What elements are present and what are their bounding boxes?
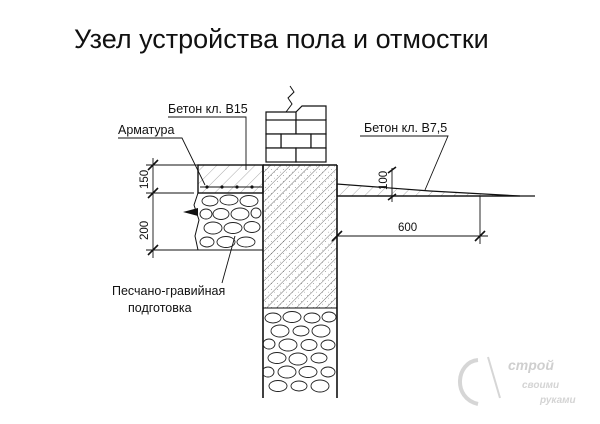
label-concrete-b75: Бетон кл. В7,5 <box>364 121 447 135</box>
foundation-wall <box>262 164 338 398</box>
dim-base-thickness: 200 <box>139 221 151 240</box>
dimension-lines <box>146 158 488 258</box>
dim-blind-area-thickness: 100 <box>378 171 390 190</box>
brick-wall <box>265 85 327 163</box>
floor-slab <box>197 164 264 194</box>
drawing-title: Узел устройства пола и отмостки <box>74 24 489 54</box>
blind-area <box>336 183 535 197</box>
label-concrete-b15: Бетон кл. В15 <box>168 102 248 116</box>
leader-lines <box>118 116 449 284</box>
dim-blind-area-width: 600 <box>398 222 417 234</box>
label-sand-gravel-line1: Песчано-гравийная <box>112 284 225 298</box>
label-sand-gravel-line2: подготовка <box>128 301 192 315</box>
watermark-line2: руками <box>539 395 576 406</box>
foundation-rubble-base <box>263 307 337 393</box>
watermark-logo: строй своими руками <box>458 356 576 406</box>
watermark-brand: строй <box>508 357 554 373</box>
label-rebar: Арматура <box>118 123 174 137</box>
slab-edge-marker <box>183 208 198 216</box>
dim-slab-thickness: 150 <box>139 170 151 189</box>
sand-gravel-bed <box>193 192 263 251</box>
watermark-line1: своими <box>522 380 559 391</box>
